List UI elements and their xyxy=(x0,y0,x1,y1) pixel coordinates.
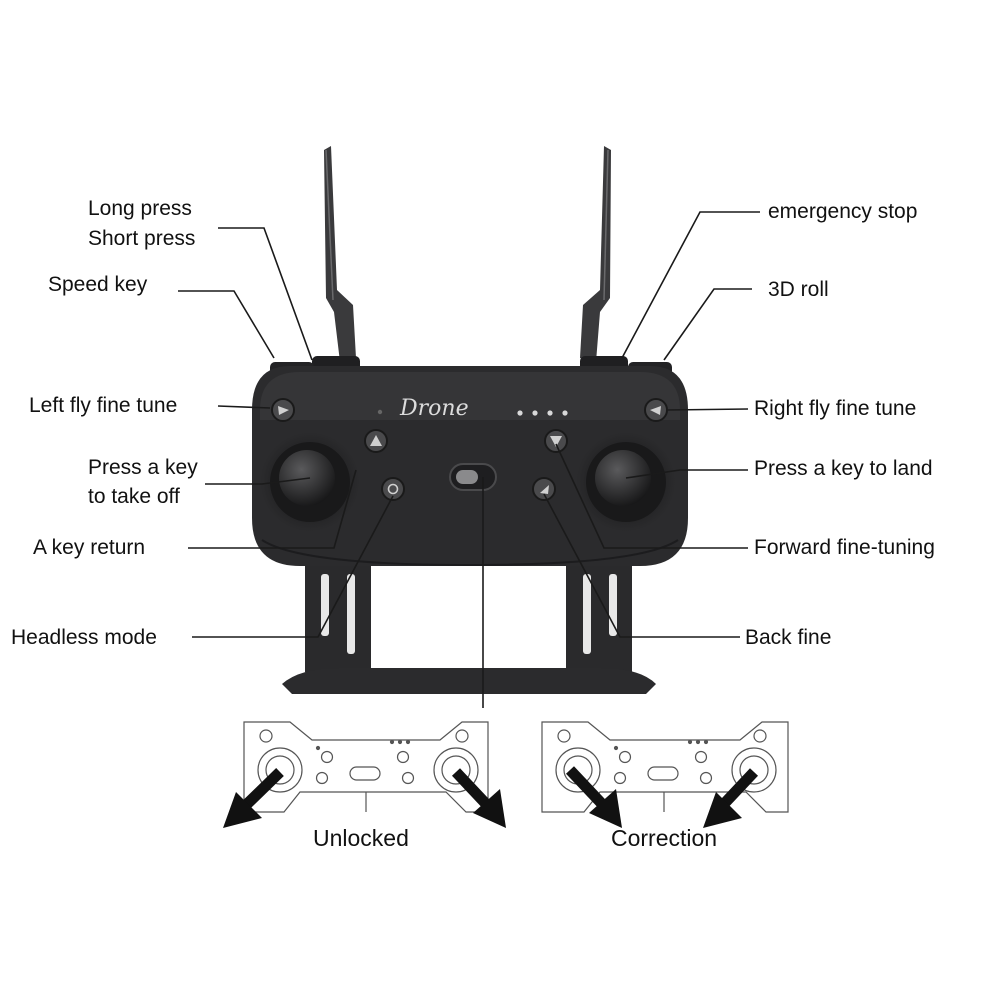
unlocked-arrows xyxy=(223,768,506,828)
label-3d-roll: 3D roll xyxy=(768,278,829,301)
phone-stand xyxy=(282,560,656,694)
take-off-button xyxy=(364,429,388,453)
left-antenna xyxy=(324,146,356,362)
label-take-off-line-1: Press a key xyxy=(88,456,198,479)
label-emergency-stop: emergency stop xyxy=(768,200,918,223)
label-long-press: Long press xyxy=(88,197,192,220)
back-fine-button xyxy=(532,477,556,501)
power-switch xyxy=(449,463,497,491)
label-press-key-to-land: Press a key to land xyxy=(754,457,933,480)
label-right-fly-fine-tune: Right fly fine tune xyxy=(754,397,917,420)
correction-arrows xyxy=(565,766,759,828)
label-left-fly-fine-tune: Left fly fine tune xyxy=(29,394,178,417)
right-antenna xyxy=(580,146,611,362)
label-forward-fine-tuning: Forward fine-tuning xyxy=(754,536,935,559)
left-joystick xyxy=(260,432,360,532)
correction-calibration-diagram xyxy=(541,721,789,813)
label-short-press: Short press xyxy=(88,227,196,250)
indicator-lights xyxy=(377,409,568,416)
label-speed-key: Speed key xyxy=(48,273,148,296)
right-fine-tune-button xyxy=(644,398,668,422)
label-back-fine: Back fine xyxy=(745,626,832,649)
caption-correction: Correction xyxy=(611,825,718,851)
headless-mode-button xyxy=(381,477,405,501)
label-a-key-return: A key return xyxy=(33,536,146,559)
unlocked-calibration-diagram xyxy=(243,721,489,813)
label-headless-mode: Headless mode xyxy=(11,626,157,649)
leader-lines xyxy=(178,211,760,708)
left-fine-tune-button xyxy=(271,398,295,422)
label-take-off-line-2: to take off xyxy=(88,485,180,508)
right-joystick xyxy=(576,432,676,532)
land-button xyxy=(544,429,568,453)
caption-unlocked: Unlocked xyxy=(313,825,409,851)
brand-logo: Drone xyxy=(399,396,469,421)
